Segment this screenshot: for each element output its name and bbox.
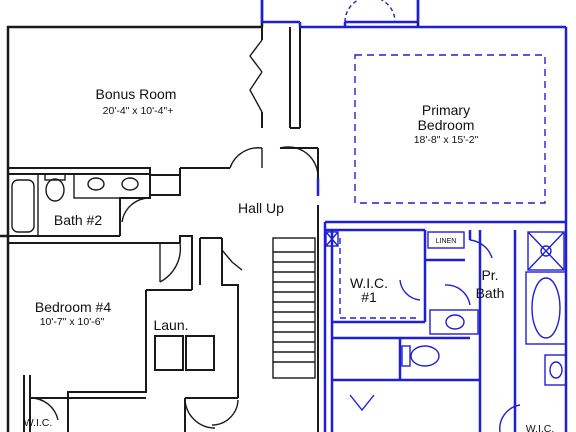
primary-bedroom-name-line2: Bedroom	[418, 117, 475, 133]
bath2-label: Bath #2	[54, 212, 102, 228]
bonus-room-dims: 20'-4" x 10'-4"+	[103, 105, 174, 117]
bath2-fixtures	[7, 173, 151, 237]
linen-label: LINEN	[436, 238, 457, 245]
primary-bedroom-dims: 18'-8" x 15'-2"	[414, 134, 479, 146]
primary-suite-fixtures	[325, 0, 567, 432]
bonus-room-name: Bonus Room	[96, 86, 177, 102]
stairs	[272, 237, 316, 379]
primary-suite-walls	[260, 0, 568, 432]
bedroom4-dims: 10'-7" x 10'-6"	[40, 316, 105, 328]
wic-right-label: W.I.C.	[526, 423, 555, 432]
wic-left-label: W.I.C.	[24, 417, 53, 429]
doors	[29, 39, 319, 429]
wic1-name-line2: #1	[361, 289, 377, 305]
bedroom4-name: Bedroom #4	[35, 299, 111, 315]
laundry-label: Laun.	[153, 317, 188, 333]
wic1-name-line1: W.I.C.	[350, 275, 388, 291]
primary-bedroom-name-line1: Primary	[422, 102, 470, 118]
primary-bath-name-line2: Bath	[476, 285, 505, 301]
hall-up-label: Hall Up	[238, 200, 284, 216]
primary-bath-name-line1: Pr.	[481, 267, 498, 283]
